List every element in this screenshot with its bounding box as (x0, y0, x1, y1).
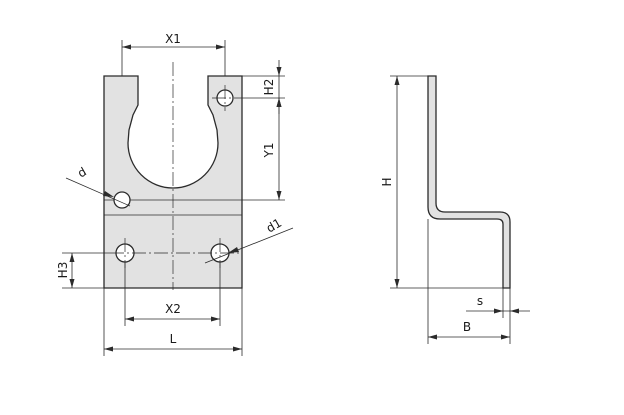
s-arrow-left (494, 308, 503, 314)
d-leader-arrow (103, 191, 114, 197)
y1-arrow-bottom (276, 191, 282, 200)
x1-arrow-left (122, 44, 131, 50)
d1-leader (204, 227, 294, 264)
bracket-plate (103, 75, 243, 289)
d-label: d (75, 165, 89, 181)
s-arrow-right (510, 308, 519, 314)
h3-arrow-bottom (69, 279, 75, 288)
h-label: H (380, 177, 394, 186)
l-arrow-left (104, 346, 113, 352)
h2-arrow-top (276, 67, 282, 76)
x2-arrow-right (211, 316, 220, 322)
h3-arrow-top (69, 253, 75, 262)
front-view: X1 H2 Y1 d d1 H3 X2 (56, 32, 294, 356)
d1-label: d1 (264, 216, 284, 236)
s-label: s (477, 294, 483, 308)
d-leader (65, 177, 131, 207)
x1-label: X1 (165, 32, 181, 46)
x2-label: X2 (165, 302, 181, 316)
side-view: H s B (380, 75, 530, 344)
x2-arrow-left (125, 316, 134, 322)
y1-label: Y1 (262, 143, 276, 159)
l-label: L (170, 332, 177, 346)
h3-label: H3 (56, 262, 70, 279)
h-arrow-bottom (394, 279, 400, 288)
l-arrow-right (233, 346, 242, 352)
b-label: B (463, 320, 471, 334)
h2-label: H2 (262, 79, 276, 96)
d1-leader-arrow (228, 247, 239, 253)
x1-arrow-right (216, 44, 225, 50)
b-arrow-left (428, 334, 437, 340)
y1-arrow-top (276, 98, 282, 107)
h-arrow-top (394, 76, 400, 85)
b-arrow-right (501, 334, 510, 340)
bracket-profile (427, 75, 511, 289)
